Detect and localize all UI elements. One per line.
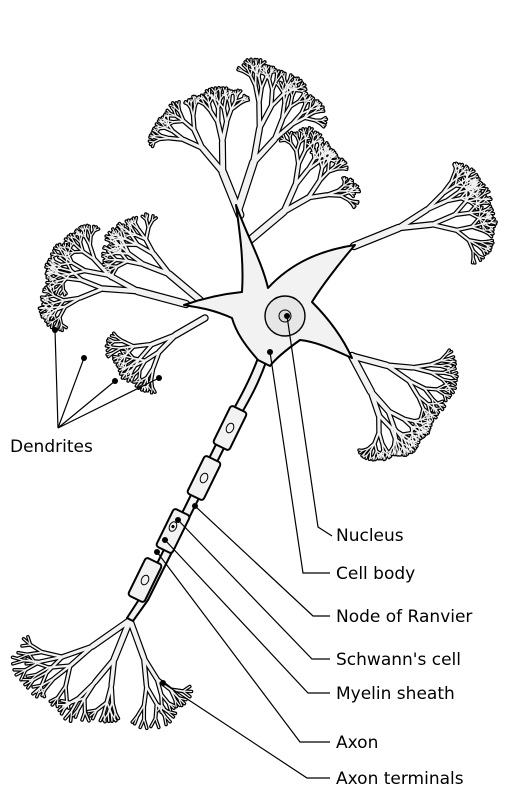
branch-segment [427, 417, 428, 424]
branch-segment [414, 438, 417, 439]
branch-segment [399, 446, 400, 452]
branch-segment [43, 304, 48, 305]
branch-segment [174, 121, 184, 122]
myelin-segment [187, 455, 222, 501]
branch-segment [111, 713, 112, 721]
branch-segment [90, 236, 91, 245]
myelin-segment [156, 508, 191, 554]
branch-segment [119, 232, 120, 238]
cell-body-label: Cell body [336, 564, 415, 584]
cell-body-leader [267, 349, 330, 573]
branch-segment [396, 446, 397, 451]
branch-segment [229, 95, 230, 101]
node-of-ranvier-leader [192, 503, 330, 616]
branch-segment [63, 283, 64, 290]
axon-label: Axon [336, 733, 378, 753]
branch-segment [473, 258, 474, 263]
branch-segment [354, 228, 399, 246]
cell-body [184, 205, 355, 366]
branch-segment [469, 212, 480, 213]
branch-segment [456, 230, 469, 240]
branch-segment [152, 387, 153, 392]
branch-segment [156, 704, 157, 718]
branch-segment [161, 694, 162, 705]
myelin-segment [213, 405, 248, 451]
branch-segment [394, 438, 395, 445]
branch-segment [238, 162, 254, 210]
branch-segment [24, 661, 40, 662]
branch-segment [435, 408, 440, 409]
branch-segment [114, 357, 119, 358]
dendrites-label: Dendrites [10, 437, 93, 457]
branch-segment [138, 291, 186, 304]
schwanns-cell-label: Schwann's cell [336, 650, 461, 670]
branch-segment [147, 686, 157, 703]
schwanns-cell-leader [175, 517, 330, 659]
branch-segment [432, 215, 455, 225]
branch-segment [284, 73, 285, 78]
branch-segment [315, 105, 320, 106]
myelin-sheath-label: Myelin sheath [336, 684, 455, 704]
branch-segment [354, 189, 358, 190]
branch-segment [109, 266, 117, 267]
branch-segment [65, 244, 66, 248]
branch-segment [193, 117, 194, 130]
branch-segment [176, 318, 205, 335]
nucleus-label: Nucleus [336, 526, 404, 546]
branch-segment [169, 274, 200, 300]
branch-segment [39, 308, 45, 309]
axon-terminals-label: Axon terminals [336, 769, 464, 789]
branch-segment [188, 101, 189, 105]
branch-segment [117, 245, 125, 246]
branch-segment [66, 686, 67, 700]
branch-segment [216, 93, 217, 97]
branch-segment [72, 263, 86, 271]
branch-segment [112, 245, 118, 246]
branch-segment [479, 188, 485, 189]
branch-segment [309, 142, 310, 145]
branch-segment [429, 365, 440, 366]
branch-segment [226, 92, 227, 96]
branch-segment [112, 347, 121, 348]
branch-segment [472, 177, 477, 178]
branch-segment [327, 195, 341, 196]
branch-segment [108, 714, 109, 722]
branch-segment [398, 451, 399, 454]
branch-segment [382, 443, 383, 451]
dendrite-branches-fill [39, 59, 496, 460]
branch-segment [349, 191, 355, 192]
branch-segment [250, 212, 284, 240]
branch-segment [165, 124, 169, 125]
axon-leader [154, 549, 330, 742]
branch-segment [179, 102, 180, 106]
node-of-ranvier-label: Node of Ranvier [336, 607, 472, 627]
branch-segment [343, 169, 347, 170]
branch-segment [130, 620, 144, 658]
branch-segment [65, 253, 69, 254]
branch-segment [80, 289, 103, 298]
branch-segment [350, 188, 353, 189]
branch-segment [404, 448, 405, 452]
